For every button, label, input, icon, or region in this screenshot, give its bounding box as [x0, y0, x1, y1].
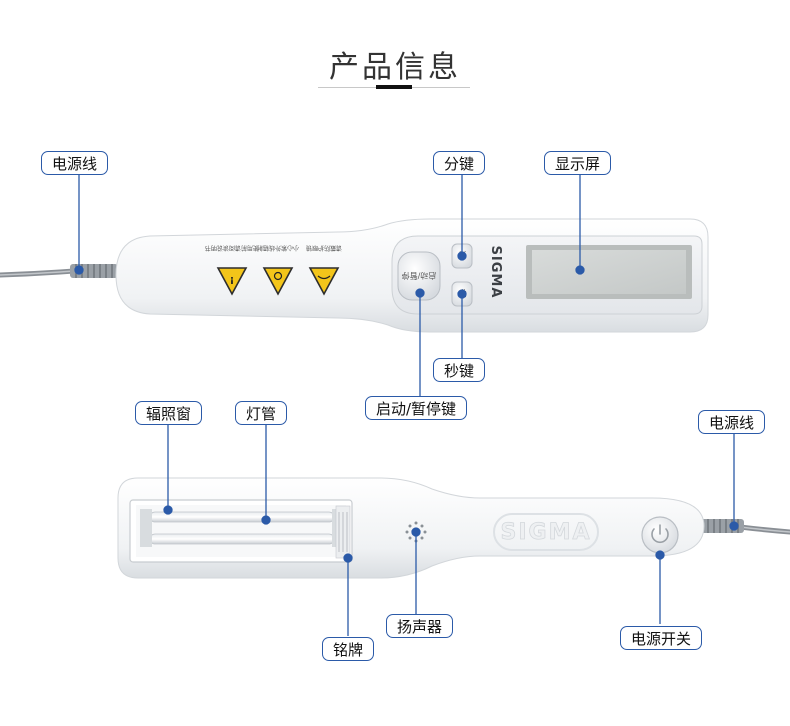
uv-warning-icon — [262, 267, 294, 296]
irradiation-window — [129, 499, 353, 563]
label-second-key: 秒键 — [433, 358, 486, 382]
label-lamp-tube: 灯管 — [235, 401, 288, 425]
label-irradiation-window: 辐照窗 — [135, 401, 203, 425]
svg-text:请戴防护眼镜: 请戴防护眼镜 — [306, 244, 342, 252]
lamp-tubes — [140, 509, 344, 547]
lcd-display — [526, 245, 692, 299]
svg-text:!: ! — [230, 274, 235, 285]
svg-text:小心紫外线辐射: 小心紫外线辐射 — [257, 244, 299, 252]
nameplate-plate — [335, 505, 351, 559]
warning-label-uv: 小心紫外线辐射 — [257, 244, 299, 296]
label-speaker: 扬声器 — [386, 614, 454, 638]
label-power-switch: 电源开关 — [620, 626, 703, 650]
warning-triangle-icon — [216, 267, 248, 296]
title-accent-mark — [376, 85, 412, 89]
label-top-power-cord: 电源线 — [41, 151, 109, 175]
svg-text:SIGMA: SIGMA — [500, 520, 591, 545]
page-title: 产品信息 — [329, 50, 461, 85]
callout-lines — [74, 174, 739, 636]
label-bottom-power-cord: 电源线 — [698, 410, 766, 434]
label-start-pause-key: 启动/暂停键 — [365, 396, 468, 420]
eye-warning-icon — [308, 267, 340, 296]
top-power-cord — [0, 264, 118, 278]
warning-label-manual: 使用前请阅读说明书 ! — [205, 244, 259, 296]
bottom-brand-logo: SIGMA — [493, 513, 599, 551]
power-icon — [651, 524, 669, 544]
label-nameplate: 铭牌 — [322, 637, 375, 661]
top-brand-logo: SIGMA — [488, 246, 503, 299]
bottom-power-cord — [696, 519, 790, 535]
start-pause-button[interactable]: 启动/暂停 — [397, 251, 441, 301]
warning-label-goggles: 请戴防护眼镜 — [306, 244, 342, 296]
label-minute-key: 分键 — [433, 151, 486, 175]
label-display: 显示屏 — [544, 151, 612, 175]
start-pause-button-text: 启动/暂停 — [402, 271, 437, 281]
power-switch-button[interactable] — [641, 516, 679, 554]
svg-text:使用前请阅读说明书: 使用前请阅读说明书 — [205, 244, 259, 252]
